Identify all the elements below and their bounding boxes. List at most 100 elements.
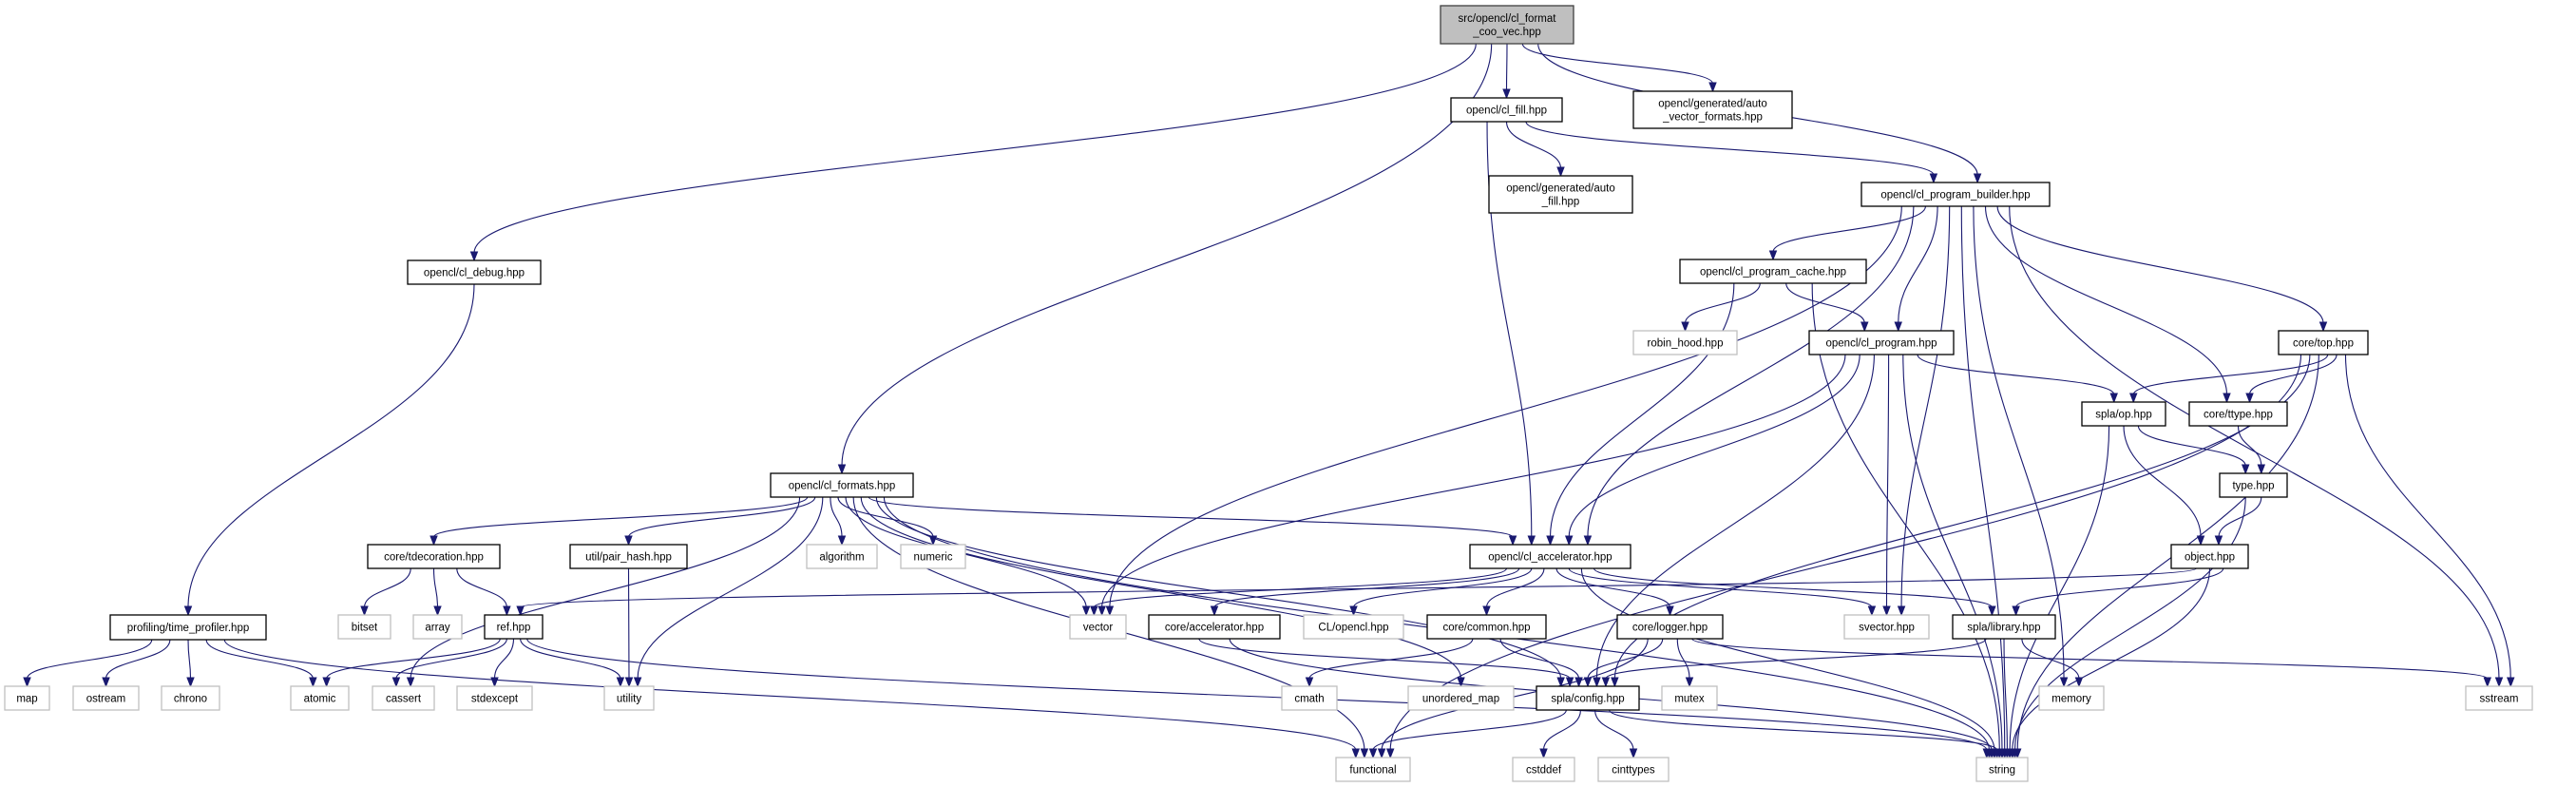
node-box: [372, 685, 435, 711]
edge-line: [2009, 425, 2110, 751]
node-core-logger[interactable]: core/logger.hpp: [1616, 614, 1724, 640]
node-box: [1661, 685, 1718, 711]
edge-cl-formats-to-numeric: [837, 496, 938, 547]
node-auto-vector-formats[interactable]: opencl/generated/auto_vector_formats.hpp: [1632, 90, 1793, 129]
node-cassert[interactable]: cassert: [372, 685, 435, 711]
edge-line: [2237, 425, 2262, 467]
node-cl-program-cache[interactable]: opencl/cl_program_cache.hpp: [1679, 259, 1867, 284]
node-utility[interactable]: utility: [603, 685, 655, 711]
edge-line: [2003, 638, 2008, 751]
node-spla-op[interactable]: spla/op.hpp: [2081, 401, 2166, 427]
node-atomic[interactable]: atomic: [290, 685, 350, 711]
edge-tdecoration-to-array: [432, 567, 442, 617]
node-box: [1069, 614, 1127, 640]
node-ref[interactable]: ref.hpp: [484, 614, 544, 640]
arrowhead-icon: [1897, 605, 1906, 617]
node-chrono[interactable]: chrono: [161, 685, 220, 711]
node-tdecoration[interactable]: core/tdecoration.hpp: [367, 544, 501, 569]
node-box: [1450, 97, 1563, 123]
edge-line: [2013, 496, 2246, 751]
node-svector[interactable]: svector.hpp: [1843, 614, 1930, 640]
node-mutex[interactable]: mutex: [1661, 685, 1718, 711]
edge-spla-config-to-cstddef: [1539, 709, 1581, 759]
arrowhead-icon: [102, 677, 110, 688]
node-cl-formats[interactable]: opencl/cl_formats.hpp: [770, 472, 914, 498]
node-cl-program-builder[interactable]: opencl/cl_program_builder.hpp: [1860, 182, 2051, 207]
node-cl-debug[interactable]: opencl/cl_debug.hpp: [407, 259, 542, 285]
node-label: spla/library.hpp: [1967, 623, 2040, 634]
edge-line: [1917, 354, 2115, 395]
node-label: opencl/cl_program_builder.hpp: [1880, 190, 2030, 202]
arrowhead-icon: [624, 535, 633, 547]
node-vector[interactable]: vector: [1069, 614, 1127, 640]
arrowhead-icon: [1105, 605, 1115, 617]
arrowhead-icon: [1508, 535, 1517, 547]
node-cl-opencl[interactable]: CL/opencl.hpp: [1303, 614, 1404, 640]
node-type[interactable]: type.hpp: [2219, 472, 2288, 498]
edge-cl-formats-to-utility: [633, 496, 824, 688]
node-cl-fill[interactable]: opencl/cl_fill.hpp: [1450, 97, 1563, 123]
edge-cl-debug-to-time-profiler: [183, 283, 475, 617]
edge-line: [2123, 425, 2202, 538]
node-spla-library[interactable]: spla/library.hpp: [1952, 614, 2056, 640]
node-string[interactable]: string: [1975, 757, 2029, 782]
edge-line: [841, 43, 1493, 467]
node-label: cassert: [386, 694, 422, 705]
edge-core-logger-to-sstream: [1691, 638, 2491, 688]
node-memory[interactable]: memory: [2038, 685, 2105, 711]
node-bitset[interactable]: bitset: [337, 614, 391, 640]
node-spla-config[interactable]: spla/config.hpp: [1536, 685, 1640, 711]
arrowhead-icon: [1565, 677, 1574, 688]
node-algorithm[interactable]: algorithm: [806, 544, 878, 569]
node-time-profiler[interactable]: profiling/time_profiler.hpp: [109, 614, 267, 641]
node-core-accelerator[interactable]: core/accelerator.hpp: [1148, 614, 1281, 640]
node-cl-accelerator[interactable]: opencl/cl_accelerator.hpp: [1469, 544, 1631, 569]
edge-line: [1898, 205, 1938, 324]
edge-line: [2015, 567, 2224, 608]
arrowhead-icon: [2008, 748, 2017, 759]
node-cl-program[interactable]: opencl/cl_program.hpp: [1808, 330, 1955, 355]
edge-line: [1549, 282, 1735, 538]
node-box: [2038, 685, 2105, 711]
node-core-top[interactable]: core/top.hpp: [2278, 330, 2369, 355]
node-ostream[interactable]: ostream: [72, 685, 140, 711]
edge-line: [432, 567, 439, 608]
node-core-ttype[interactable]: core/ttype.hpp: [2188, 401, 2288, 427]
edge-cl-formats-to-spla-config: [875, 496, 1565, 688]
node-numeric[interactable]: numeric: [900, 544, 966, 569]
edge-line: [1580, 567, 1995, 751]
node-cmath[interactable]: cmath: [1281, 685, 1338, 711]
node-cinttypes[interactable]: cinttypes: [1597, 757, 1670, 782]
edge-line: [526, 638, 1988, 751]
node-box: [1843, 614, 1930, 640]
node-object[interactable]: object.hpp: [2170, 544, 2249, 569]
edge-core-logger-to-spla-config: [1583, 638, 1664, 688]
node-label: util/pair_hash.hpp: [585, 552, 672, 564]
node-array[interactable]: array: [412, 614, 463, 640]
node-root[interactable]: src/opencl/cl_format_coo_vec.hpp: [1440, 5, 1574, 45]
edge-line: [1785, 282, 1865, 324]
node-box: [2278, 330, 2369, 355]
edge-line: [627, 496, 816, 538]
node-pair-hash[interactable]: util/pair_hash.hpp: [569, 544, 688, 569]
node-box: [2081, 401, 2166, 427]
node-robin-hood[interactable]: robin_hood.hpp: [1632, 330, 1738, 355]
arrowhead-icon: [2129, 393, 2138, 404]
node-label: type.hpp: [2232, 481, 2274, 492]
edge-line: [520, 567, 2197, 608]
arrowhead-icon: [406, 677, 415, 688]
edge-line: [1973, 205, 2065, 680]
node-unordered-map[interactable]: unordered_map: [1407, 685, 1515, 711]
node-functional[interactable]: functional: [1335, 757, 1411, 782]
arrowhead-icon: [624, 677, 634, 688]
arrowhead-icon: [1360, 748, 1369, 759]
node-sstream[interactable]: sstream: [2465, 685, 2533, 711]
node-auto-fill[interactable]: opencl/generated/auto_fill.hpp: [1488, 175, 1633, 214]
node-stdexcept[interactable]: stdexcept: [456, 685, 533, 711]
edge-cl-program-to-svector: [1882, 354, 1891, 617]
edge-line: [105, 639, 171, 680]
node-core-common[interactable]: core/common.hpp: [1426, 614, 1547, 640]
edge-root-to-auto-vector-formats: [1521, 43, 1717, 93]
node-map[interactable]: map: [4, 685, 50, 711]
node-cstddef[interactable]: cstddef: [1512, 757, 1575, 782]
